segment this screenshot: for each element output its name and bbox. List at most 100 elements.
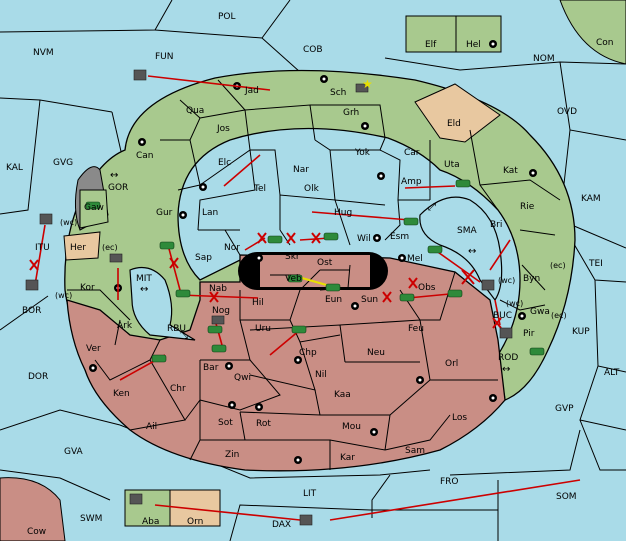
svg-text:Aba: Aba (142, 517, 159, 527)
svg-text:↔: ↔ (468, 246, 476, 257)
svg-text:Kar: Kar (340, 453, 355, 463)
svg-text:Bar: Bar (203, 363, 219, 373)
svg-text:Sam: Sam (405, 446, 425, 456)
svg-text:Elc: Elc (218, 158, 231, 168)
svg-text:Rie: Rie (520, 202, 535, 212)
svg-text:Car: Car (404, 148, 420, 158)
svg-text:Ark: Ark (117, 321, 133, 331)
svg-text:(ec): (ec) (550, 261, 566, 270)
label-ovd: OVD (557, 107, 577, 117)
green-internal-borders (67, 79, 561, 346)
svg-text:Pir: Pir (523, 329, 535, 339)
svg-text:Gwa: Gwa (530, 307, 550, 317)
svg-text:Nar: Nar (293, 165, 309, 175)
label-fun: FUN (155, 52, 174, 62)
svg-text:Los: Los (452, 413, 467, 423)
svg-text:Orn: Orn (187, 517, 203, 527)
double-arrows: ↔ ↔ ↔ ↔ ⤡ ⤢ (110, 170, 510, 375)
star-icon: ★ (362, 77, 373, 91)
svg-text:Mel: Mel (407, 254, 423, 264)
svg-text:Sun: Sun (361, 295, 378, 305)
svg-text:Neu: Neu (367, 348, 385, 358)
svg-text:(wc): (wc) (506, 299, 523, 308)
svg-text:Eun: Eun (325, 295, 342, 305)
inlet-sma (419, 196, 503, 302)
svg-text:(wc): (wc) (60, 218, 77, 227)
svg-text:Grh: Grh (343, 108, 359, 118)
svg-text:⤢: ⤢ (428, 202, 436, 213)
label-dax: DAX (272, 520, 291, 530)
svg-text:Sch: Sch (330, 88, 346, 98)
label-gva: GVA (64, 447, 84, 457)
label-nom: NOM (533, 54, 555, 64)
svg-text:Olk: Olk (304, 184, 320, 194)
label-cob: COB (303, 45, 323, 55)
svg-text:Amp: Amp (401, 177, 422, 187)
svg-text:(ec): (ec) (102, 243, 118, 252)
svg-text:Elf: Elf (425, 40, 437, 50)
label-con: Con (596, 38, 614, 48)
label-itu: ITU (35, 243, 50, 253)
label-tei: TEI (588, 259, 603, 269)
label-pol: POL (218, 12, 236, 22)
svg-text:Byn: Byn (523, 274, 540, 284)
retreat-arrow (301, 277, 331, 287)
svg-text:Rot: Rot (256, 419, 271, 429)
svg-text:Her: Her (70, 243, 86, 253)
svg-text:Ail: Ail (146, 422, 157, 432)
label-lit: LIT (303, 489, 317, 499)
svg-text:Yok: Yok (354, 148, 371, 158)
svg-text:↔: ↔ (140, 284, 148, 295)
svg-text:Mou: Mou (342, 422, 361, 432)
svg-text:Veb: Veb (285, 274, 302, 284)
island-elf (405, 15, 457, 53)
label-rod: ROD (498, 353, 518, 363)
svg-text:Wil: Wil (357, 234, 371, 244)
label-buc: BUC (493, 311, 512, 321)
label-swm: SWM (80, 514, 102, 524)
svg-text:(wc): (wc) (498, 276, 515, 285)
svg-text:Qua: Qua (186, 106, 204, 116)
svg-text:Obs: Obs (418, 283, 436, 293)
order-x-marks (29, 232, 502, 329)
svg-text:Chr: Chr (170, 384, 186, 394)
svg-text:Skr: Skr (285, 252, 300, 262)
label-kal: KAL (6, 163, 23, 173)
svg-text:Sot: Sot (218, 418, 233, 428)
label-sma: SMA (457, 226, 477, 236)
tan-eld (414, 83, 501, 143)
svg-text:Esm: Esm (390, 232, 409, 242)
island-cow (0, 477, 66, 541)
label-gvp: GVP (555, 404, 574, 414)
svg-text:Nog: Nog (212, 306, 230, 316)
order-arrows (34, 75, 581, 521)
svg-text:Hil: Hil (252, 298, 264, 308)
armies (85, 179, 545, 363)
svg-text:Ver: Ver (86, 344, 101, 354)
fleets (25, 69, 513, 526)
svg-text:Uru: Uru (255, 324, 271, 334)
svg-text:Gur: Gur (156, 208, 173, 218)
svg-text:Kaa: Kaa (334, 390, 351, 400)
label-gvg: GVG (53, 158, 73, 168)
svg-text:Bri: Bri (490, 220, 502, 230)
label-bor: BOR (22, 306, 41, 316)
svg-text:Sap: Sap (195, 253, 212, 263)
svg-text:Kat: Kat (503, 166, 518, 176)
label-kup: KUP (572, 327, 590, 337)
label-rbu: RBU (167, 324, 186, 334)
tan-her (63, 231, 101, 261)
svg-text:Can: Can (136, 151, 154, 161)
label-alt: ALT (604, 368, 620, 378)
svg-text:↔: ↔ (110, 170, 118, 181)
svg-text:Gaw: Gaw (84, 203, 104, 213)
svg-text:Hel: Hel (466, 40, 481, 50)
svg-text:Nor: Nor (224, 243, 240, 253)
svg-text:Cow: Cow (27, 527, 46, 537)
inlet-mit (129, 267, 196, 341)
svg-text:↔: ↔ (502, 364, 510, 375)
label-mit: MIT (136, 274, 152, 284)
svg-text:Nab: Nab (209, 284, 227, 294)
svg-text:Nil: Nil (315, 370, 327, 380)
svg-text:Kor: Kor (80, 283, 95, 293)
